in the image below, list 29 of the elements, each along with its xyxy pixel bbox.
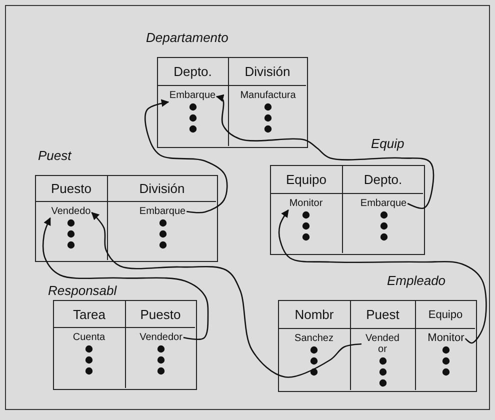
- field-value: Cuenta: [72, 332, 106, 343]
- arrow: [91, 212, 362, 378]
- column-header: Puesto: [126, 301, 195, 328]
- field-value: Embarque: [169, 90, 216, 101]
- table-title: Responsabl: [48, 283, 117, 298]
- field-value: Embarque: [139, 206, 186, 217]
- column-header: Puest: [351, 301, 414, 329]
- field-value: Manufactura: [240, 90, 296, 101]
- table-title: Empleado: [387, 273, 446, 288]
- field-value: Monitor: [289, 198, 323, 209]
- field-value: Vended or: [362, 333, 402, 355]
- column-header: Tarea: [54, 301, 124, 328]
- field-value: Vendedo: [51, 206, 91, 217]
- column-header: Equipo: [271, 166, 342, 194]
- field-value: Vendedor: [140, 332, 182, 343]
- table-title: Puest: [38, 148, 72, 163]
- column-header: Nombr: [279, 301, 350, 329]
- field-value: Sanchez: [294, 333, 334, 344]
- column-header: División: [108, 176, 216, 202]
- column-header: Depto.: [343, 166, 423, 194]
- arrow: [216, 94, 434, 209]
- column-header: Depto.: [158, 58, 228, 86]
- table-title: Departamento: [146, 30, 228, 45]
- table-title: Equip: [371, 136, 404, 151]
- column-header: Equipo: [416, 301, 475, 329]
- field-value: Monitor: [428, 333, 464, 344]
- column-header: Puesto: [36, 176, 106, 202]
- field-value: Embarque: [360, 198, 407, 209]
- column-header: División: [229, 58, 306, 86]
